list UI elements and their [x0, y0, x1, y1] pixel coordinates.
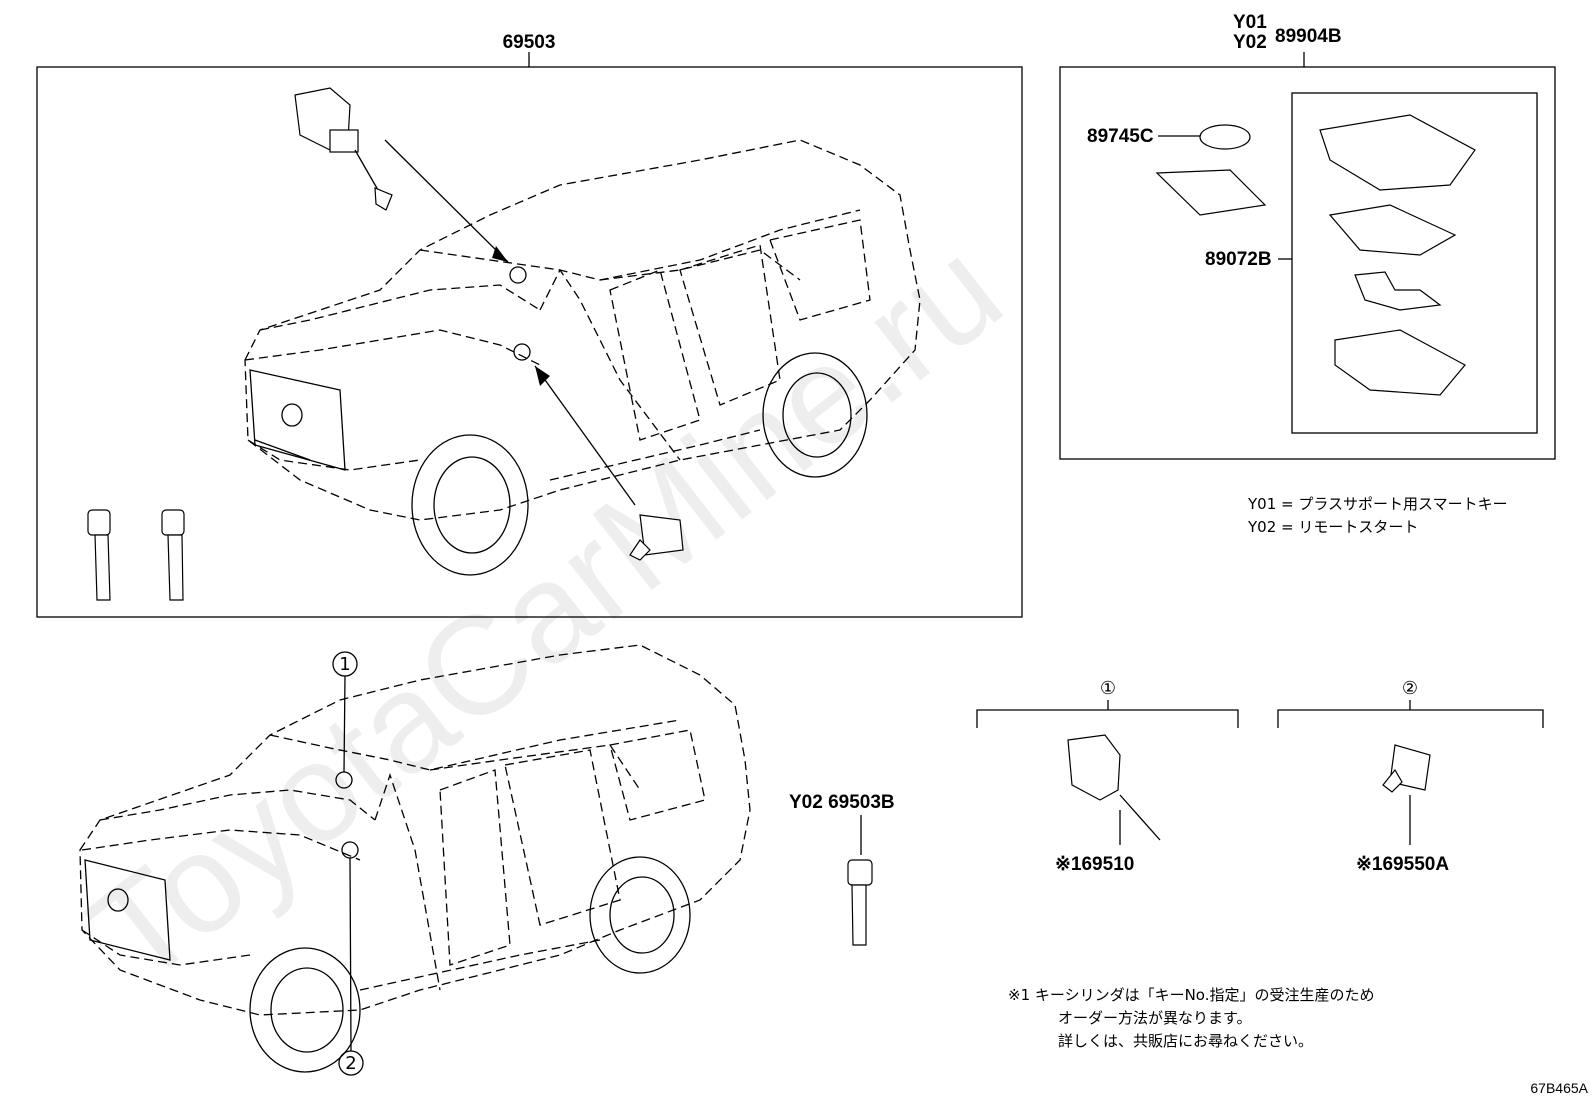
label-y01: Y01 — [1233, 12, 1267, 33]
grille-bottom — [84, 859, 171, 961]
label-69510: ※169510 — [1055, 854, 1134, 875]
legend-y02: Y02 = リモートスタート — [1247, 518, 1418, 536]
footnote-line-2: オーダー方法が異なります。 — [1058, 1009, 1252, 1027]
door-lock-cylinder-icon — [294, 87, 393, 211]
footnote-line-1: ※1 キーシリンダは「キーNo.指定」の受注生産のため — [1008, 986, 1375, 1004]
label-y02-69503B: Y02 69503B — [789, 792, 895, 813]
mechanical-key-icon-2 — [161, 509, 185, 601]
label-89904B: 89904B — [1275, 26, 1342, 47]
callout-2-marker: 2 — [345, 1053, 356, 1074]
legend-y01: Y01 = プラスサポート用スマートキー — [1247, 495, 1508, 513]
y02-key-icon — [847, 859, 873, 946]
lock-cylinder-icon — [629, 514, 684, 561]
locator-circle-lower — [513, 343, 531, 361]
callout-1-group: 1 — [332, 651, 358, 773]
front-wheel-bottom — [249, 947, 361, 1073]
figure-code: 67B465A — [1530, 1080, 1588, 1096]
callout-1-marker: 1 — [339, 654, 350, 675]
pointer-arrow-lower — [534, 365, 636, 506]
label-89072B: 89072B — [1205, 249, 1272, 270]
rear-wheel-top — [762, 352, 868, 478]
group-2-marker: ② — [1402, 678, 1418, 699]
label-69503: 69503 — [503, 32, 556, 53]
label-69550A: ※169550A — [1356, 854, 1449, 875]
locator-circle-upper — [509, 266, 527, 284]
group-1-marker: ① — [1100, 678, 1116, 699]
vehicle-illustration-top — [244, 139, 921, 521]
front-wheel-top — [411, 434, 529, 576]
watermark: ToyotaCarMine.ru — [62, 210, 1029, 1014]
cylinder-group-1: ① ※169510 — [976, 678, 1239, 875]
housing-label-group: 89072B — [1205, 249, 1292, 270]
main-assembly-box: 69503 — [36, 32, 1023, 618]
rear-wheel-bottom — [589, 856, 691, 974]
cylinder-group-2: ② ※169550A — [1277, 678, 1544, 875]
coin-battery-icon — [1199, 124, 1251, 150]
mechanical-key-icon-1 — [87, 509, 111, 601]
callout-2-group: 2 — [338, 857, 364, 1076]
door-cylinder-icon — [1067, 734, 1121, 801]
smart-key-box: Y01 Y02 89904B — [1059, 12, 1556, 460]
pointer-arrow-upper — [384, 139, 509, 263]
label-y02: Y02 — [1233, 32, 1267, 53]
vehicle-illustration-bottom — [79, 644, 751, 1016]
battery-label-group: 89745C — [1087, 124, 1251, 150]
smart-key-shell-icons — [1319, 114, 1476, 396]
label-89745C: 89745C — [1087, 126, 1154, 147]
grille-top — [249, 369, 346, 471]
circuit-board-icon — [1155, 169, 1267, 216]
footnote-line-3: 詳しくは、共販店にお尋ねください。 — [1058, 1032, 1313, 1050]
